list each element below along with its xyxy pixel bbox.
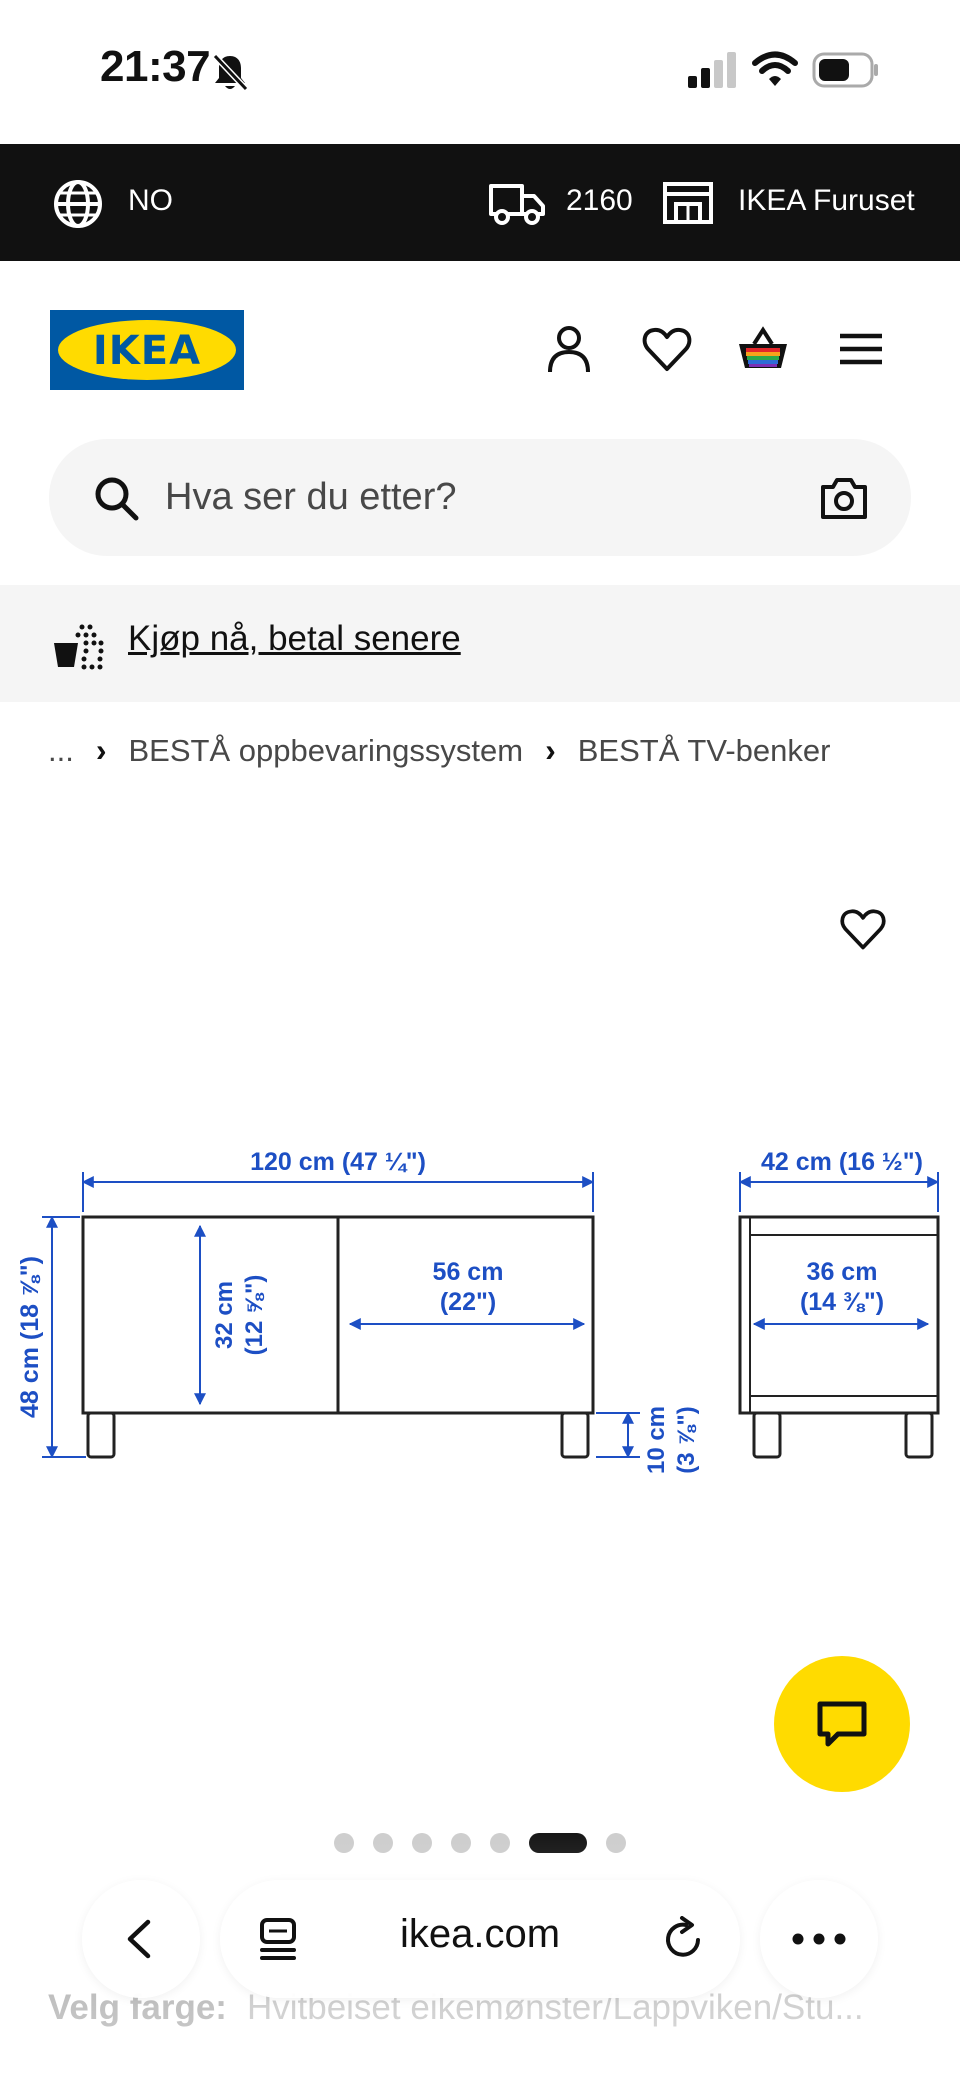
carousel-dot[interactable] — [490, 1833, 510, 1853]
search-input[interactable] — [165, 469, 745, 525]
carousel-dot-active[interactable] — [529, 1833, 587, 1853]
carousel-dot[interactable] — [334, 1833, 354, 1853]
dim-drawer-width-in: (22") — [440, 1288, 496, 1316]
postal-code[interactable]: 2160 — [566, 184, 633, 217]
store-icon[interactable] — [662, 180, 714, 226]
wifi-icon — [752, 51, 798, 86]
product-dimension-image[interactable]: 120 cm (47 ¼") 48 cm (18 ⅞") 32 cm (12 ⅝… — [0, 1130, 960, 1490]
carousel-dots — [0, 1830, 960, 1856]
store-name[interactable]: IKEA Furuset — [738, 184, 915, 217]
breadcrumb-separator: › — [95, 732, 107, 768]
carousel-dot[interactable] — [606, 1833, 626, 1853]
dim-inner-depth-cm: 36 cm — [807, 1258, 878, 1286]
carousel-dot[interactable] — [373, 1833, 393, 1853]
battery-icon — [812, 52, 878, 88]
carousel-dot[interactable] — [412, 1833, 432, 1853]
globe-icon[interactable] — [52, 178, 104, 230]
front-view — [81, 1215, 595, 1459]
dim-inner-height-in: (12 ⅝") — [241, 1275, 268, 1356]
browser-more-button[interactable] — [760, 1880, 878, 1998]
chat-icon — [817, 1701, 867, 1747]
side-view — [738, 1215, 940, 1459]
dim-leg-height-in: (3 ⅞") — [673, 1406, 700, 1473]
tabs-icon[interactable] — [256, 1916, 300, 1962]
browser-address-bar[interactable]: ikea.com — [220, 1880, 740, 1998]
back-icon — [127, 1919, 151, 1959]
top-bar: NO 2160 IKEA Furuset — [0, 144, 960, 261]
browser-back-button[interactable] — [82, 1880, 200, 1998]
breadcrumb: ... › BESTÅ oppbevaringssystem › BESTÅ T… — [48, 732, 830, 769]
promo-banner: Kjøp nå, betal senere — [0, 585, 960, 702]
status-bar: 21:37 — [0, 0, 960, 144]
dim-leg-height-cm: 10 cm — [643, 1406, 670, 1474]
breadcrumb-item-storage[interactable]: BESTÅ oppbevaringssystem — [128, 732, 524, 768]
dim-inner-height-cm: 32 cm — [211, 1281, 238, 1349]
menu-icon[interactable] — [834, 322, 888, 376]
heart-icon[interactable] — [640, 322, 694, 376]
logo-text: IKEA — [92, 328, 202, 374]
signal-icon — [688, 52, 736, 88]
ikea-logo[interactable]: IKEA — [50, 310, 244, 390]
breadcrumb-item-tv-benches[interactable]: BESTÅ TV-benker — [577, 732, 831, 768]
dim-width-label: 120 cm (47 ¼") — [250, 1148, 426, 1176]
favourite-icon[interactable] — [838, 904, 888, 954]
status-time: 21:37 — [100, 42, 211, 91]
logo-oval — [58, 320, 236, 380]
more-icon — [792, 1933, 846, 1945]
promo-icon — [54, 624, 104, 670]
truck-icon[interactable] — [488, 180, 546, 226]
chat-button[interactable] — [774, 1656, 910, 1792]
bell-off-icon — [212, 53, 248, 92]
dim-inner-depth-in: (14 ⅜") — [800, 1288, 884, 1316]
promo-link[interactable]: Kjøp nå, betal senere — [128, 619, 461, 658]
dim-drawer-width-cm: 56 cm — [433, 1258, 504, 1286]
dim-height-label: 48 cm (18 ⅞") — [16, 1256, 44, 1418]
search-icon[interactable] — [93, 475, 139, 521]
breadcrumb-ellipsis[interactable]: ... — [48, 732, 74, 768]
country-selector[interactable]: NO — [128, 184, 173, 217]
user-icon[interactable] — [542, 322, 596, 376]
camera-icon[interactable] — [819, 475, 869, 521]
reload-icon[interactable] — [660, 1916, 706, 1962]
dim-depth-label: 42 cm (16 ½") — [761, 1148, 923, 1176]
search-bar — [49, 439, 911, 556]
breadcrumb-separator: › — [545, 732, 556, 768]
carousel-dot[interactable] — [451, 1833, 471, 1853]
basket-icon[interactable] — [736, 322, 790, 376]
url-text: ikea.com — [399, 1912, 561, 1956]
